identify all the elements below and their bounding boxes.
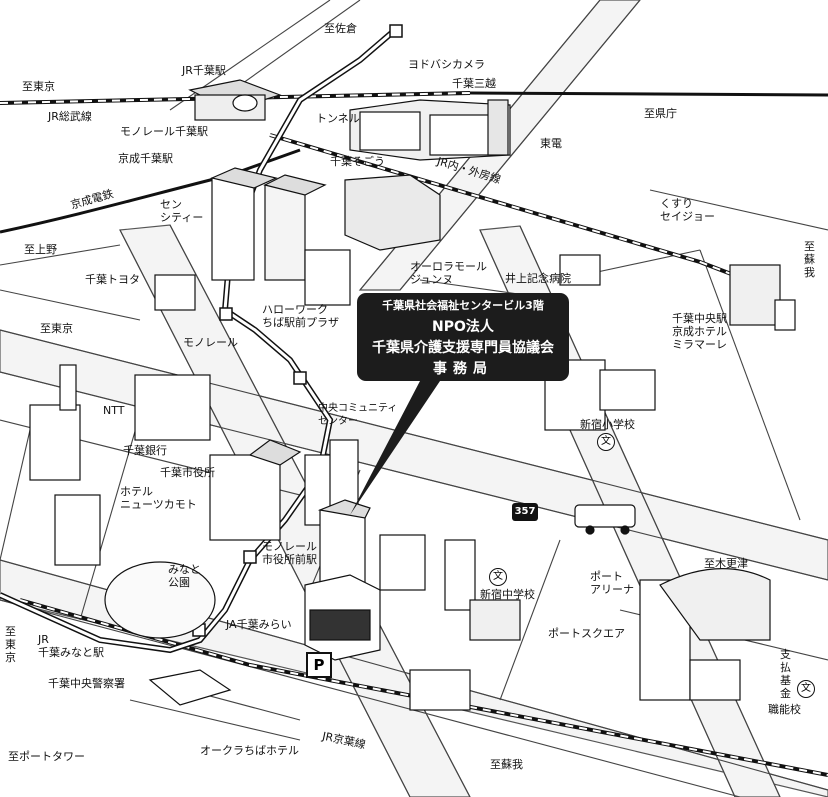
- label-okura-hotel: オークラちばホテル: [200, 744, 299, 757]
- direction-kisarazu: 至木更津: [704, 557, 748, 570]
- label-jr-sobu: JR総武線: [48, 110, 92, 123]
- label-jr-chiba-minato-station: JR 千葉みなと駅: [38, 633, 104, 659]
- school-icon-elementary: 文: [597, 433, 615, 451]
- direction-soga-right: 至 蘇 我: [804, 240, 815, 279]
- callout-building: 千葉県社会福祉センタービル3階: [382, 299, 544, 312]
- label-sogo: 千葉そごう: [330, 155, 385, 168]
- label-hotel-new-tsukamoto: ホテル ニューツカモト: [120, 485, 197, 511]
- label-hellowork: ハローワーク ちば駅前プラザ: [262, 303, 339, 329]
- buildings: [29, 79, 796, 711]
- direction-port-tower: 至ポートタワー: [8, 750, 85, 763]
- label-keisei-chiba-station: 京成千葉駅: [118, 152, 173, 165]
- school-icon-vocational: 文: [797, 680, 815, 698]
- label-port-arena: ポート アリーナ: [590, 570, 634, 596]
- label-ja-mirai: JA千葉みらい: [226, 618, 292, 631]
- direction-tokyo-bottom: 至 東 京: [5, 625, 16, 664]
- label-aurora: オーロラモール ジュンヌ: [410, 260, 487, 286]
- label-shinjuku-junior-high: 新宿中学校: [480, 588, 535, 601]
- label-kusuri: くすり セイジョー: [660, 197, 715, 223]
- label-mitsukoshi: 千葉三越: [452, 77, 496, 90]
- direction-ueno: 至上野: [24, 243, 57, 256]
- label-labor-fund: 支 払 基 金: [780, 648, 791, 700]
- direction-tokyo-mid: 至東京: [40, 322, 73, 335]
- callout-npo: NPO法人: [432, 319, 494, 335]
- school-icon-junior-high: 文: [489, 568, 507, 586]
- route-357-shield: 357: [512, 503, 538, 521]
- direction-sakura: 至佐倉: [324, 22, 357, 35]
- label-jr-chiba-station: JR千葉駅: [182, 64, 226, 77]
- label-tunnel: トンネル: [316, 112, 360, 125]
- label-community-center: 中央コミュニティ センター: [318, 403, 398, 427]
- callout-office: 事務局: [433, 361, 493, 377]
- label-cencity: セン シティー: [160, 198, 204, 224]
- label-tosen: 東電: [540, 137, 562, 150]
- destination-callout: 千葉県社会福祉センタービル3階 NPO法人 千葉県介護支援専門員協議会 事務局: [357, 293, 569, 381]
- label-yodobashi: ヨドバシカメラ: [408, 58, 485, 71]
- label-minato-park: みなと 公園: [168, 563, 201, 589]
- label-chiba-bank: 千葉銀行: [123, 444, 167, 457]
- direction-soga-bottom: 至蘇我: [490, 758, 523, 771]
- label-monorail: モノレール: [183, 336, 238, 349]
- callout-pointer: [350, 381, 440, 515]
- callout-organization: 千葉県介護支援専門員協議会: [372, 340, 554, 356]
- label-ntt: NTT: [103, 404, 125, 417]
- label-city-hall: 千葉市役所: [160, 466, 215, 479]
- direction-kencho: 至県庁: [644, 107, 677, 120]
- label-monorail-chiba-station: モノレール千葉駅: [120, 125, 208, 138]
- monorail-stations: [192, 24, 403, 637]
- label-port-square: ポートスクエア: [548, 627, 625, 640]
- label-chiba-chuo-station: 千葉中央駅 京成ホテル ミラマーレ: [672, 312, 727, 351]
- label-shinjuku-elementary: 新宿小学校: [580, 418, 635, 431]
- label-toyota: 千葉トヨタ: [85, 273, 140, 286]
- label-police: 千葉中央警察署: [48, 677, 125, 690]
- direction-tokyo-top: 至東京: [22, 80, 55, 93]
- label-vocational-school: 職能校: [768, 703, 801, 716]
- label-shiyakusho-mae-station: モノレール 市役所前駅: [262, 540, 317, 566]
- label-inoue-hospital: 井上記念病院: [505, 272, 571, 285]
- parking-icon: P: [306, 652, 332, 678]
